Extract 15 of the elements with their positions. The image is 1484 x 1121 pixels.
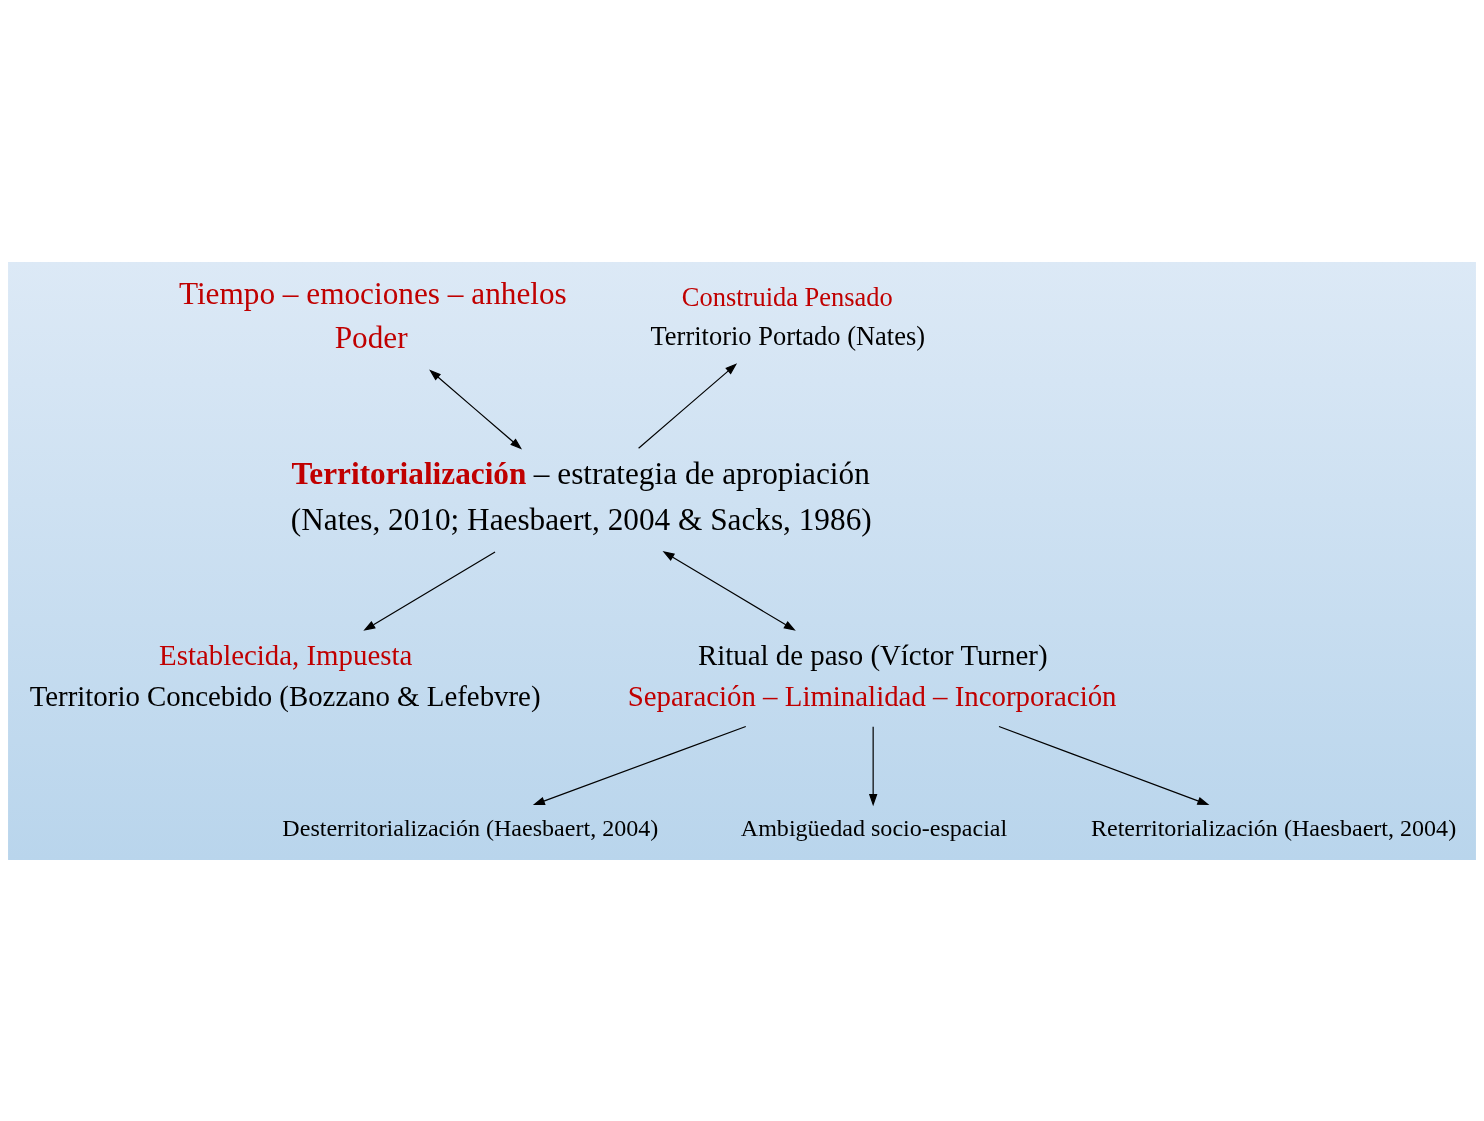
node-text: Ritual de paso (Víctor Turner) Separación – Liminalidad – Incorporación: [627, 638, 1117, 712]
node-text: Tiempo – emociones – anhelos Poder: [178, 275, 567, 355]
node-text: Ambigüedad socio-espacial: [740, 814, 1008, 841]
node-text: Desterritorialización (Haesbaert, 2004): [282, 814, 659, 841]
arrow: [868, 725, 878, 806]
node-text: Establecida, Impuesta Territorio Concebido (Bozzano & Lefebvre): [29, 638, 541, 712]
arrow: [429, 368, 523, 449]
arrow: [638, 362, 738, 449]
arrow: [363, 550, 496, 631]
arrow: [998, 725, 1210, 805]
node-text: Reterritorialización (Haesbaert, 2004): [1090, 814, 1457, 841]
node-text: Territorialización – estrategia de apropiación (Nates, 2010; Haesbaert, 2004 & Sacks, 1986): [290, 455, 872, 537]
arrow: [662, 550, 796, 631]
node-text: Construida Pensado Territorio Portado (Nates): [650, 281, 926, 351]
arrow: [532, 725, 747, 805]
